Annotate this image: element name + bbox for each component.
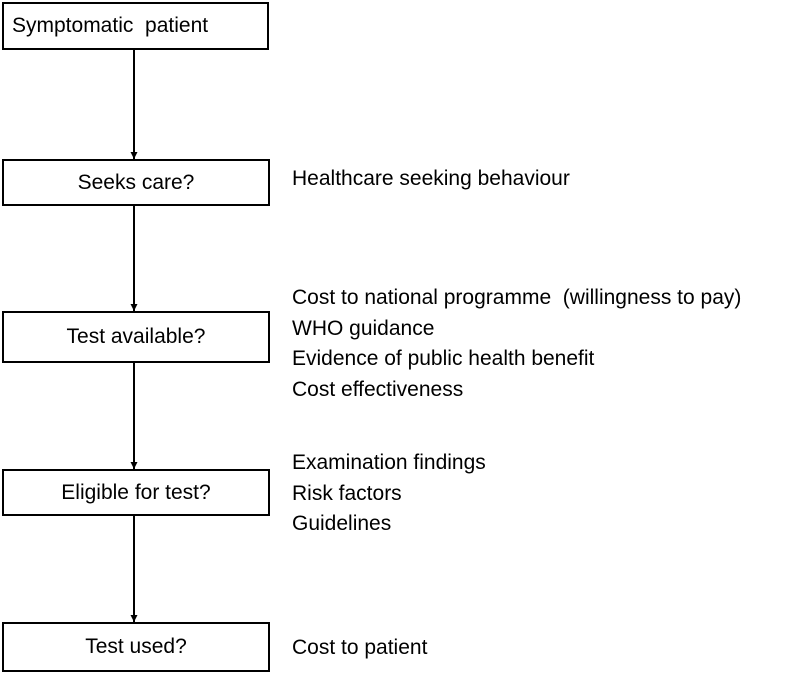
step-test-used: Test used? bbox=[2, 622, 270, 672]
step-label: Symptomatic patient bbox=[12, 14, 209, 37]
step-label: Seeks care? bbox=[77, 170, 195, 194]
factors-eligible-for-test: Examination findings Risk factors Guidel… bbox=[292, 448, 486, 540]
factors-test-available: Cost to national programme (willingness … bbox=[292, 283, 741, 406]
step-seeks-care: Seeks care? bbox=[2, 159, 270, 206]
step-eligible-for-test: Eligible for test? bbox=[2, 469, 270, 516]
factor-item: Cost effectiveness bbox=[292, 378, 464, 402]
factor-item: Examination findings bbox=[292, 451, 486, 474]
factor-item: Cost to national programme (willingness … bbox=[292, 286, 742, 309]
factor-item: Guidelines bbox=[292, 512, 392, 536]
factor-item: Healthcare seeking behaviour bbox=[292, 167, 570, 190]
step-label: Test available? bbox=[66, 325, 206, 348]
step-label: Eligible for test? bbox=[61, 480, 211, 504]
factor-item: Risk factors bbox=[292, 481, 402, 505]
factor-item: Cost to patient bbox=[292, 636, 428, 659]
factor-item: Evidence of public health benefit bbox=[292, 347, 595, 371]
factors-seeks-care: Healthcare seeking behaviour bbox=[292, 164, 570, 195]
factors-test-used: Cost to patient bbox=[292, 633, 427, 664]
factor-item: WHO guidance bbox=[292, 316, 435, 340]
step-label: Test used? bbox=[85, 635, 187, 658]
step-symptomatic-patient: Symptomatic patient bbox=[2, 2, 269, 50]
step-test-available: Test available? bbox=[2, 311, 270, 363]
